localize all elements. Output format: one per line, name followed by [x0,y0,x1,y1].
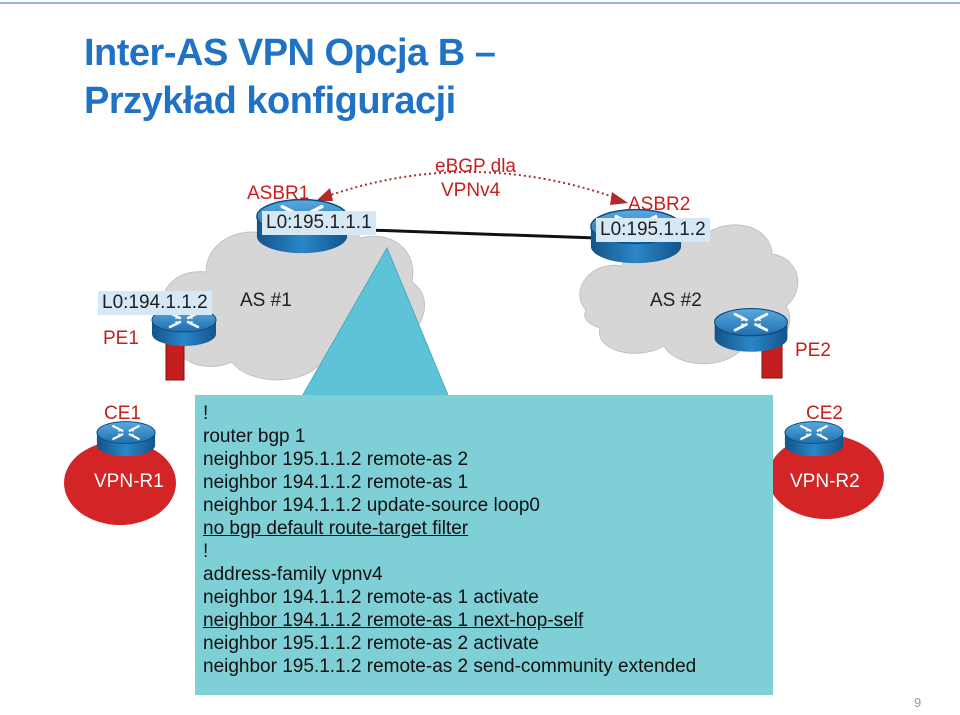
ce1-router [95,420,157,458]
config-line: neighbor 194.1.1.2 remote-as 1 next-hop-… [203,610,584,631]
config-line: neighbor 195.1.1.2 remote-as 2 activate [203,633,539,654]
asbr1-label: ASBR1 [247,183,310,204]
config-line: neighbor 194.1.1.2 remote-as 1 activate [203,587,539,608]
config-line: no bgp default route-target filter [203,518,469,539]
config-line: neighbor 194.1.1.2 update-source loop0 [203,495,540,516]
pe1-interface [165,343,185,381]
title-line-1: Inter-AS VPN Opcja B – [84,32,496,74]
title-line-2: Przykład konfiguracji [84,80,456,122]
ce1-site [64,441,176,525]
config-line: neighbor 195.1.1.2 remote-as 2 [203,449,469,470]
config-line: ! [203,403,209,424]
config-line: router bgp 1 [203,426,306,447]
ce1-label: CE1 [104,403,141,424]
pe1-loopback: L0:194.1.1.2 [98,291,212,315]
session-label-line-2: VPNv4 [441,180,501,201]
ebgp-arrow-right [610,192,628,205]
ce2-router [783,420,845,458]
config-line: neighbor 195.1.1.2 remote-as 2 send-comm… [203,656,697,677]
ce1-vrf-label: VPN-R1 [94,471,164,492]
asbr2-label: ASBR2 [628,194,691,215]
page-number: 9 [914,695,922,710]
config-line: address-family vpnv4 [203,564,383,585]
pe2-router [713,307,789,354]
as2-label: AS #2 [650,290,702,311]
as1-label: AS #1 [240,290,292,311]
config-box: ! router bgp 1 neighbor 195.1.1.2 remote… [195,395,773,695]
ce2-label: CE2 [806,403,843,424]
asbr2-loopback: L0:195.1.1.2 [596,218,710,242]
config-line: ! [203,541,209,562]
config-line: neighbor 194.1.1.2 remote-as 1 [203,472,469,493]
pe1-label: PE1 [103,328,139,349]
asbr1-loopback: L0:195.1.1.1 [262,211,376,235]
ce2-vrf-label: VPN-R2 [790,471,860,492]
pe2-label: PE2 [795,340,831,361]
ebgp-session-arc [321,171,623,201]
session-label-line-1: eBGP dla [435,156,516,177]
ce2-site [768,435,884,519]
ebgp-arrow-left [316,188,333,201]
